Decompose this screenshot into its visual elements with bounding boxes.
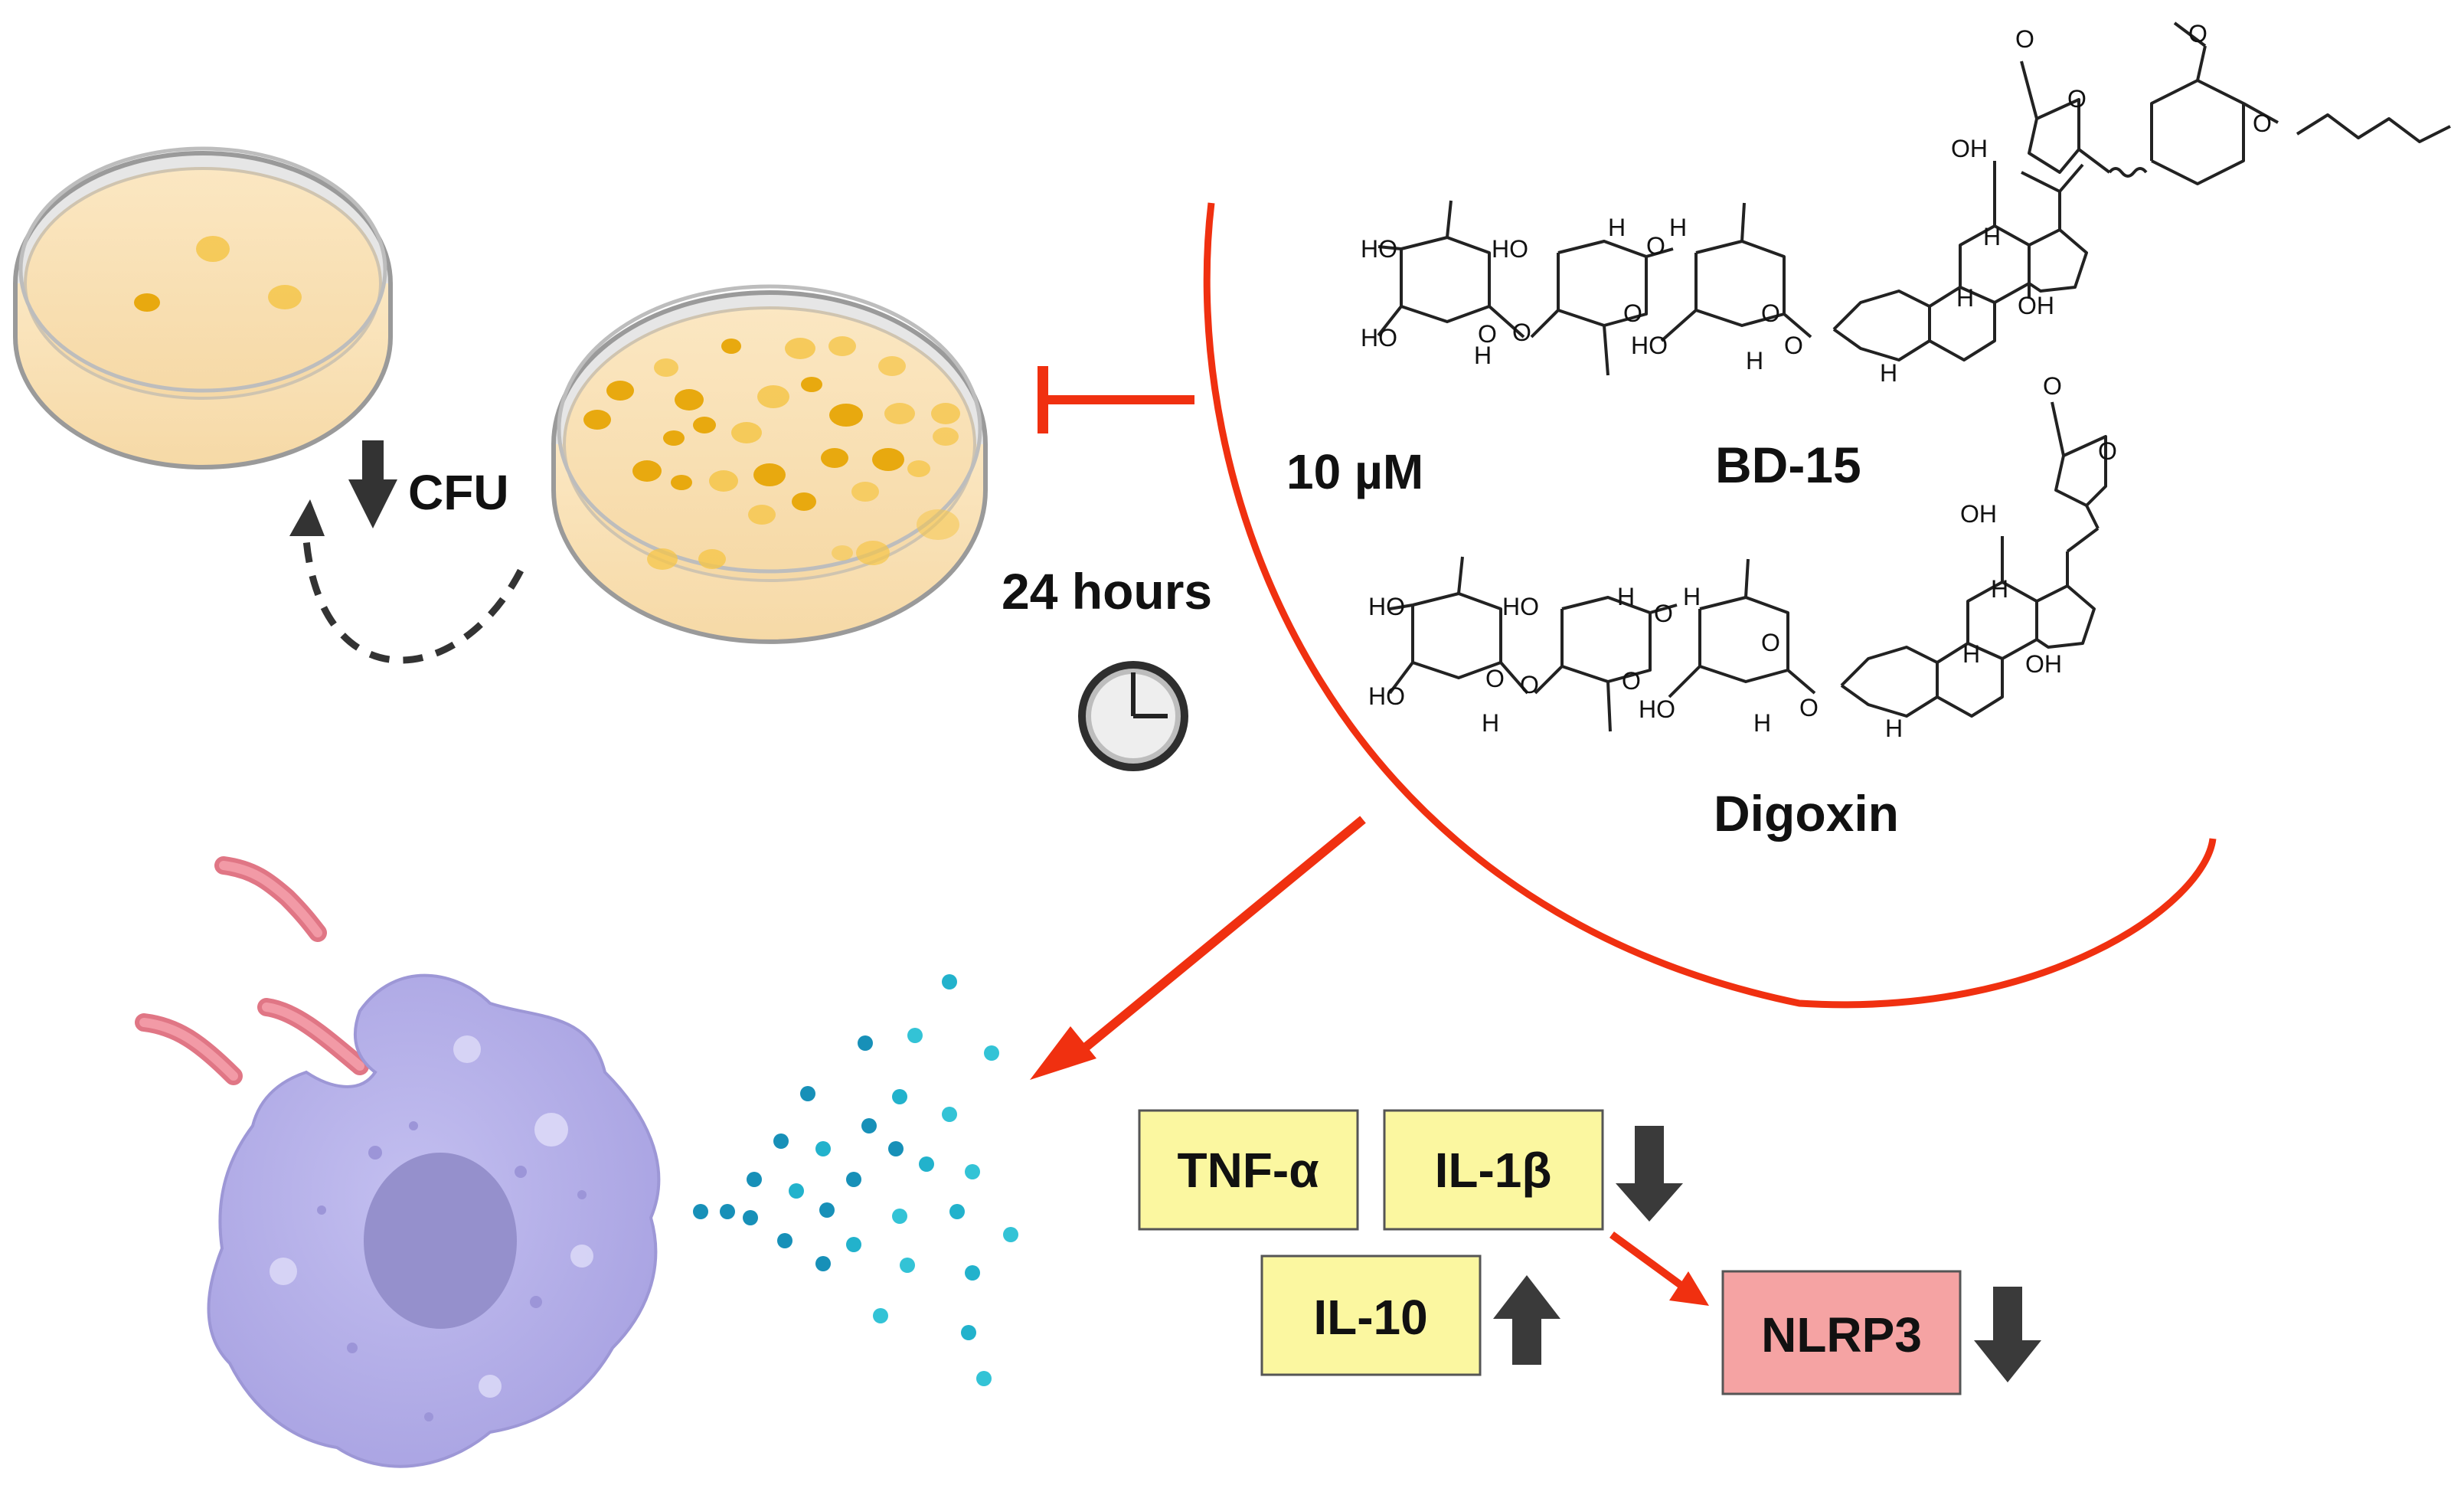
atom-label: O <box>2043 372 2062 400</box>
colony <box>268 285 302 309</box>
macrophage-icon <box>207 973 661 1468</box>
atom-label: O <box>2188 20 2207 47</box>
dashed-return-arrow <box>289 499 524 664</box>
concentration-label: 10 µM <box>1286 444 1423 499</box>
atom-label: H <box>1746 347 1763 375</box>
treatment-arc <box>1203 202 2217 1009</box>
digoxin-atom-labels: HO HO HO O H O H O O H O HO H O OH H H O… <box>1368 372 2117 742</box>
atom-label: O <box>1761 299 1780 327</box>
nlrp3-box <box>1721 1270 1962 1395</box>
inhibition-marker <box>1038 366 1194 433</box>
atom-label: O <box>1622 667 1641 695</box>
atom-label: HO <box>1631 332 1668 359</box>
atom-label: H <box>1482 709 1499 737</box>
atom-label: O <box>1478 320 1497 348</box>
atom-label: O <box>1623 299 1642 327</box>
atom-label: H <box>1885 715 1903 742</box>
atom-label: O <box>1512 319 1531 346</box>
duration-label: 24 hours <box>1002 563 1212 620</box>
bd15-atom-labels: HO HO HO O H O H O O H O HO H O OH H H O… <box>1361 20 2272 387</box>
colony <box>196 236 230 262</box>
atom-label: H <box>1956 284 1974 312</box>
atom-label: H <box>1983 223 2001 250</box>
atom-label: H <box>1683 583 1701 610</box>
atom-label: HO <box>1361 235 1397 263</box>
atom-label: H <box>1474 342 1492 369</box>
bd15-structure <box>1377 21 2451 376</box>
tnf-label: TNF-α <box>1177 1143 1319 1198</box>
il1b-box <box>1383 1109 1604 1231</box>
digoxin-structure <box>1388 401 2107 732</box>
arrow-down-icon <box>1616 1126 1683 1222</box>
cell-nucleus <box>364 1153 517 1329</box>
atom-label: H <box>1608 214 1626 241</box>
atom-label: O <box>1784 332 1803 359</box>
petri-dish-icon <box>551 284 988 644</box>
atom-label: O <box>1520 671 1539 698</box>
colony <box>134 293 160 312</box>
arrow-up-icon <box>1493 1275 1560 1365</box>
digoxin-name: Digoxin <box>1714 785 1899 842</box>
atom-label: H <box>1880 359 1897 387</box>
atom-label: OH <box>1951 135 1988 162</box>
clock-icon <box>1078 661 1188 771</box>
arrow-down-icon <box>348 440 397 528</box>
atom-label: O <box>1799 694 1819 721</box>
il10-label: IL-10 <box>1313 1290 1427 1345</box>
atom-label: OH <box>2018 292 2054 319</box>
atom-label: O <box>2015 25 2034 53</box>
atom-label: O <box>1761 629 1780 656</box>
petri-dish-icon <box>13 146 393 469</box>
atom-label: O <box>2253 110 2272 137</box>
atom-label: O <box>2067 85 2087 113</box>
arrow-down-icon <box>1974 1287 2041 1382</box>
atom-label: O <box>1485 665 1505 692</box>
atom-label: O <box>2098 437 2117 465</box>
cytokine-particles <box>693 974 1018 1386</box>
release-arrow <box>1030 816 1366 1080</box>
atom-label: H <box>1962 640 1980 668</box>
atom-label: OH <box>2025 650 2062 678</box>
atom-label: O <box>1646 232 1665 260</box>
cytokine-panel: TNF-α IL-1β IL-10 NLRP3 <box>1138 1109 2041 1395</box>
atom-label: HO <box>1639 695 1675 723</box>
atom-label: HO <box>1368 593 1405 620</box>
atom-label: H <box>1991 575 2008 603</box>
atom-label: HO <box>1361 324 1397 352</box>
atom-label: HO <box>1368 682 1405 710</box>
bacteria-icon <box>135 856 369 1085</box>
atom-label: H <box>1669 214 1687 241</box>
atom-label: HO <box>1502 593 1539 620</box>
bd15-name: BD-15 <box>1715 437 1861 493</box>
atom-label: H <box>1753 709 1771 737</box>
il1b-label: IL-1β <box>1435 1143 1552 1198</box>
atom-label: O <box>1654 600 1673 627</box>
nlrp3-activation-arrow <box>1609 1231 1709 1306</box>
atom-label: H <box>1617 583 1635 610</box>
colony-cluster <box>583 336 960 570</box>
il10-box <box>1260 1254 1482 1376</box>
atom-label: HO <box>1492 235 1528 263</box>
nlrp3-label: NLRP3 <box>1761 1307 1922 1362</box>
tnf-box <box>1138 1109 1359 1231</box>
cfu-label: CFU <box>408 465 509 520</box>
atom-label: OH <box>1960 500 1997 528</box>
